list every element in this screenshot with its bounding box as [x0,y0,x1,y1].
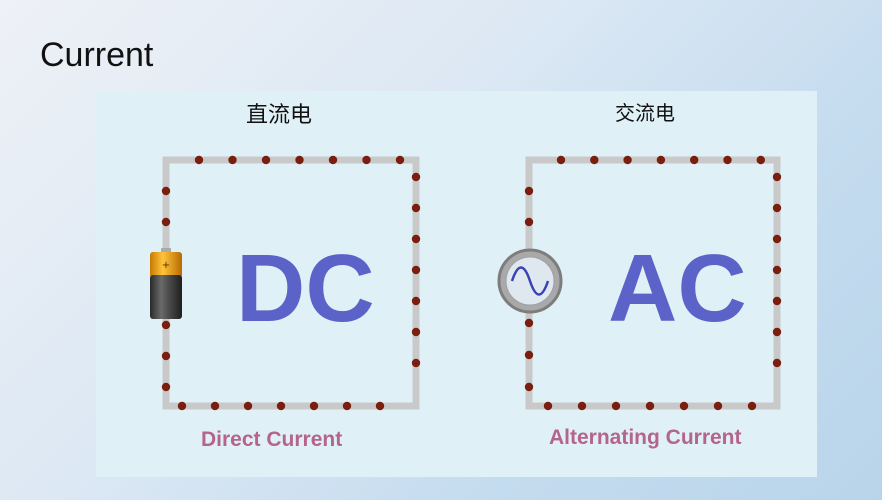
dc-charge-dot [161,351,171,361]
dc-charge-dot [161,382,171,392]
dc-heading: 直流电 [246,103,313,128]
dc-charge-dot [194,155,204,165]
ac-label: AC [608,235,747,342]
diagram-panel: + 直流电 交流电 DC AC Direct Current Alternati… [96,91,817,477]
dc-caption: Direct Current [201,428,343,451]
svg-text:+: + [162,260,170,271]
battery-icon: + [150,248,182,319]
ac-heading: 交流电 [615,101,675,125]
ac-charge-dot [723,155,732,165]
dc-charge-dot [309,401,319,411]
ac-charge-dot [772,296,782,306]
dc-charge-dot [161,320,171,330]
ac-charge-dot [611,401,621,411]
dc-charge-dot [342,401,352,411]
ac-charge-dot [524,217,534,227]
dc-charge-dot [411,234,421,244]
ac-charge-dot [556,155,566,165]
circuits-svg: + [150,155,782,411]
dc-charge-dot [411,203,421,213]
dc-charge-dot [261,155,271,165]
dc-charge-dot [411,358,421,368]
ac-charge-dot [590,155,599,165]
ac-charge-dot [772,327,782,337]
dc-charge-dot [228,155,237,165]
ac-charge-dot [772,358,782,368]
dc-charge-dot [177,401,187,411]
ac-charge-dot [713,401,723,411]
ac-charge-dot [679,401,689,411]
dc-charge-dot [161,217,171,227]
dc-charge-dot [375,401,385,411]
ac-charge-dot [524,382,534,392]
ac-charge-dot [772,234,782,244]
ac-charge-dot [772,172,782,182]
sine-wave [510,266,550,296]
dc-charge-dot [295,155,304,165]
dc-charge-dot [362,155,371,165]
dc-charge-dot [243,401,253,411]
ac-charge-dot [623,155,632,165]
ac-charge-dot [577,401,587,411]
ac-charge-dot [656,155,666,165]
dc-charge-dot [328,155,338,165]
ac-caption: Alternating Current [549,426,742,449]
ac-charge-dot [524,350,534,360]
ac-charge-dot [756,155,765,165]
dc-charge-dot [395,155,405,165]
ac-charge-dot [747,401,757,411]
ac-charge-dot [772,203,782,213]
dc-charge-dot [276,401,286,411]
ac-charge-dot [524,318,534,328]
ac-charge-dot [524,186,534,196]
ac-charge-dot [772,265,782,275]
dc-label: DC [236,235,375,342]
dc-charge-dot [411,172,421,182]
dc-charge-dot [411,265,421,275]
dc-charge-dot [210,401,220,411]
dc-charge-dot [411,296,421,306]
ac-charge-dot [543,401,553,411]
ac-charge-dot [690,155,699,165]
dc-charge-dot [161,186,171,196]
dc-charge-dot [411,327,421,337]
dc-charges [161,155,421,411]
ac-source-icon [497,248,563,314]
slide-title: Current [40,36,154,74]
ac-charge-dot [645,401,655,411]
ac-charges [524,155,782,411]
